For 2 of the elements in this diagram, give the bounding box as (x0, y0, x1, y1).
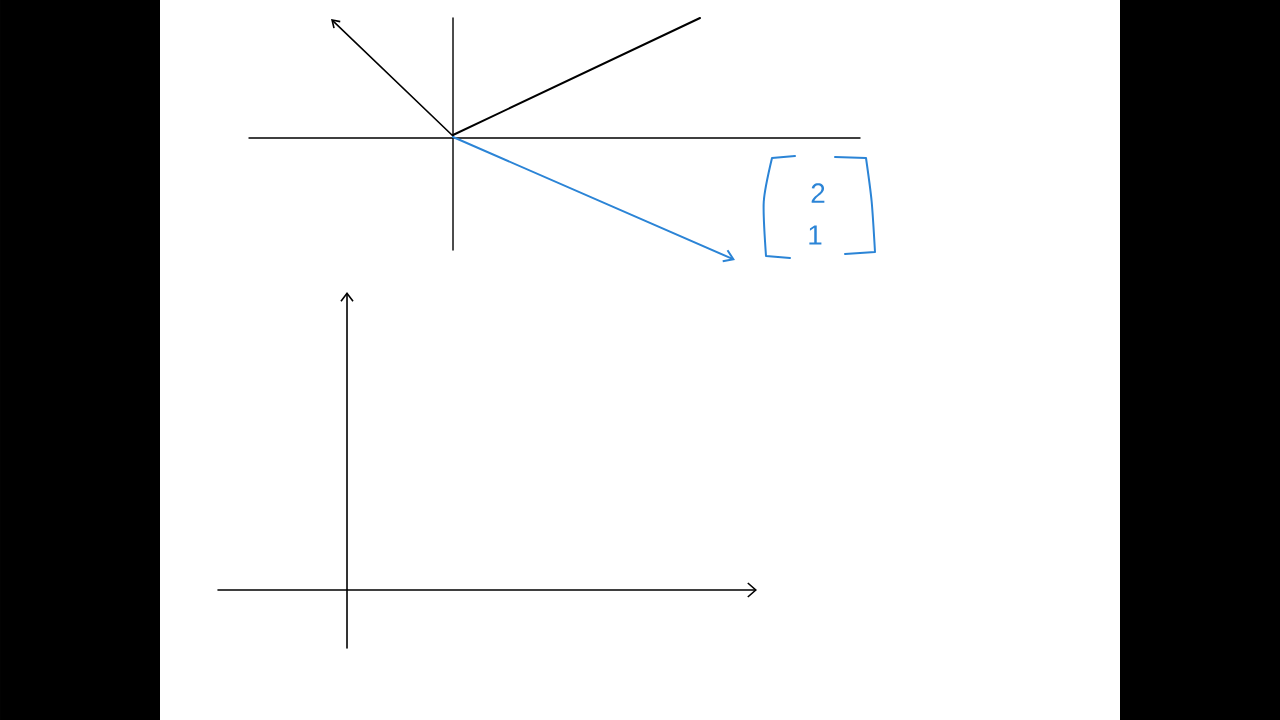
matrix-entry: 1 (809, 225, 822, 245)
matrix-entry: 2 (811, 183, 825, 203)
